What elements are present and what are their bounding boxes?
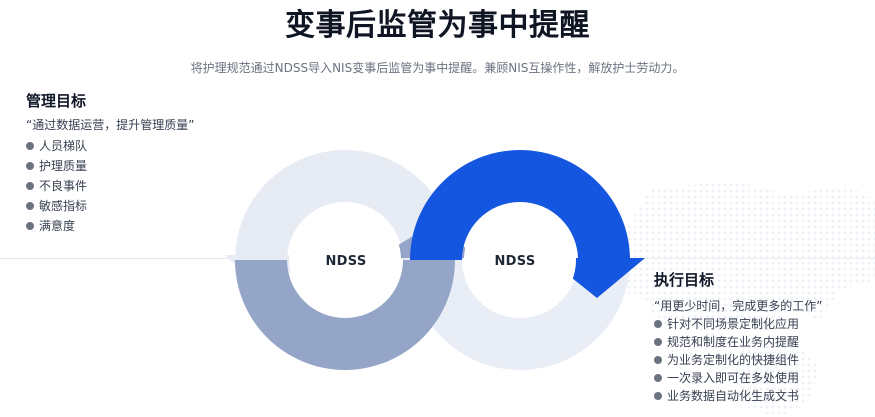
page-subtitle: 将护理规范通过NDSS导入NIS变事后监管为事中提醒。兼顾NIS互操作性，解放护…: [190, 61, 685, 75]
page-title: 变事后监管为事中提醒: [285, 8, 590, 43]
bullet-dot-icon: [26, 162, 34, 170]
ndss-loop-diagram: [225, 150, 645, 370]
bullet-dot-icon: [654, 356, 662, 364]
left-inner-circle: [289, 204, 401, 316]
list-item: 针对不同场景定制化应用: [654, 315, 869, 333]
list-item: 满意度: [26, 216, 266, 236]
left-ring-upper: [235, 150, 455, 260]
bullet-dot-icon: [26, 182, 34, 190]
list-item: 敏感指标: [26, 196, 266, 216]
list-item-label: 满意度: [39, 219, 76, 233]
execution-goals-quote: “用更少时间，完成更多的工作”: [654, 299, 823, 313]
list-item-label: 人员梯队: [39, 139, 88, 153]
list-item-label: 护理质量: [39, 159, 88, 173]
management-goals-list: 人员梯队 护理质量 不良事件 敏感指标 满意度: [26, 136, 266, 236]
list-item: 一次录入即可在多处使用: [654, 369, 869, 387]
bullet-dot-icon: [654, 374, 662, 382]
bullet-dot-icon: [26, 222, 34, 230]
execution-goals: 执行目标 “用更少时间，完成更多的工作” 针对不同场景定制化应用 规范和制度在业…: [654, 270, 869, 405]
list-item: 为业务定制化的快捷组件: [654, 351, 869, 369]
bullet-dot-icon: [654, 338, 662, 346]
management-goals: 管理目标 “通过数据运营，提升管理质量” 人员梯队 护理质量 不良事件 敏感指标…: [26, 91, 266, 236]
bullet-dot-icon: [26, 202, 34, 210]
dotted-world-map-background: [610, 180, 875, 417]
list-item: 规范和制度在业务内提醒: [654, 333, 869, 351]
list-item-label: 敏感指标: [39, 199, 88, 213]
list-item-label: 规范和制度在业务内提醒: [667, 335, 800, 349]
execution-goals-list: 针对不同场景定制化应用 规范和制度在业务内提醒 为业务定制化的快捷组件 一次录入…: [654, 315, 869, 405]
management-goals-title: 管理目标: [26, 92, 87, 110]
bullet-dot-icon: [26, 142, 34, 150]
bullet-dot-icon: [654, 392, 662, 400]
right-arrow-body: [410, 150, 630, 260]
right-inner-circle: [464, 204, 576, 316]
list-item-label: 一次录入即可在多处使用: [667, 371, 800, 385]
list-item: 不良事件: [26, 176, 266, 196]
bullet-dot-icon: [654, 320, 662, 328]
list-item-label: 为业务定制化的快捷组件: [667, 353, 800, 367]
list-item: 护理质量: [26, 156, 266, 176]
list-item-label: 业务数据自动化生成文书: [667, 389, 800, 403]
execution-goals-title: 执行目标: [654, 271, 715, 289]
list-item-label: 不良事件: [39, 179, 88, 193]
ndss-label-left: NDSS: [325, 254, 367, 269]
right-ring-lower: [410, 260, 630, 370]
list-item: 业务数据自动化生成文书: [654, 387, 869, 405]
management-goals-quote: “通过数据运营，提升管理质量”: [26, 118, 195, 132]
list-item: 人员梯队: [26, 136, 266, 156]
list-item-label: 针对不同场景定制化应用: [667, 317, 800, 331]
ndss-label-right: NDSS: [494, 254, 536, 269]
left-arrow-body: [235, 260, 455, 370]
